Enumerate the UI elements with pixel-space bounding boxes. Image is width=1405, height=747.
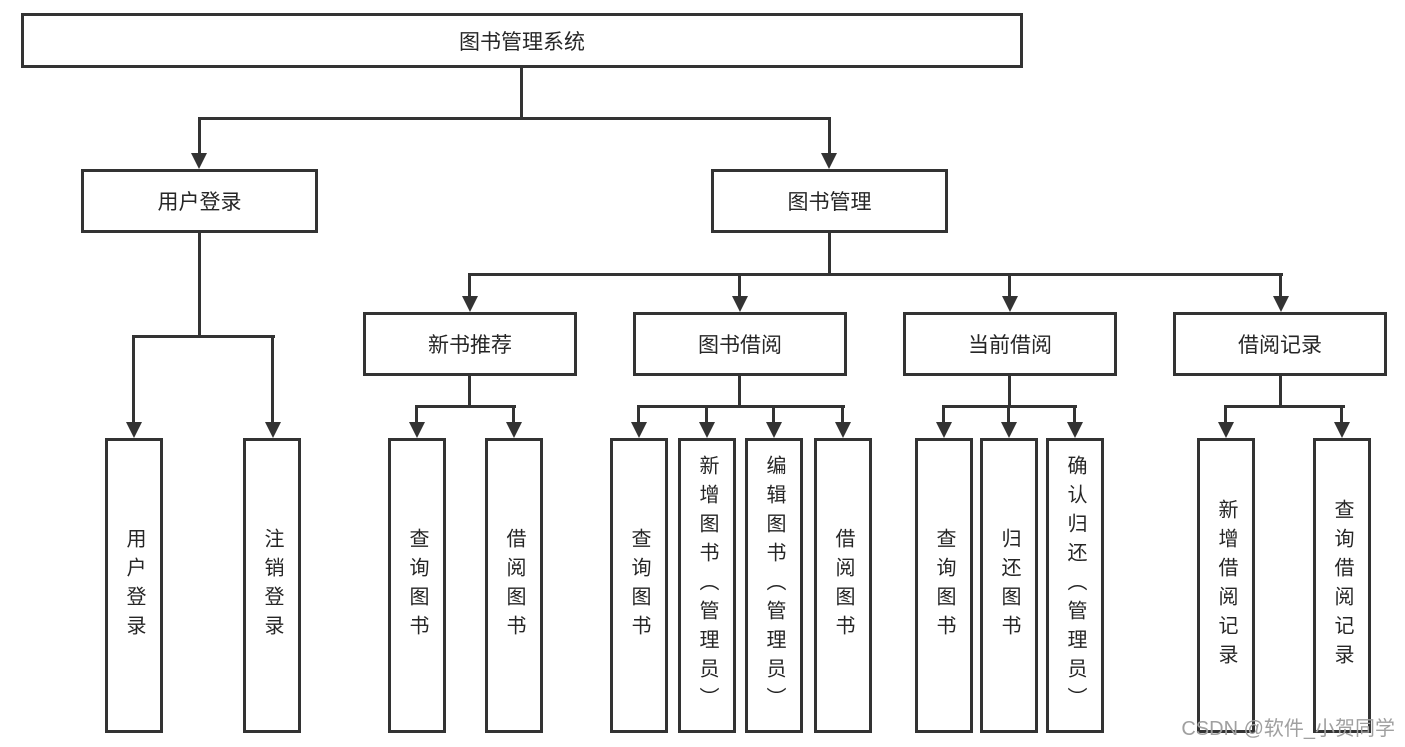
connector-currentborrow-drop xyxy=(1008,275,1011,296)
connector-bookborrow-leaf-drop xyxy=(705,407,708,422)
arrow-down-icon xyxy=(409,422,425,438)
arrow-down-icon xyxy=(631,422,647,438)
leaf-label: 查询图书 xyxy=(406,527,428,644)
leaf-query-books-current: 查询图书 xyxy=(915,438,973,733)
node-book-borrow: 图书借阅 xyxy=(633,312,847,376)
connector-records-stem xyxy=(1279,376,1282,407)
leaf-logout: 注销登录 xyxy=(243,438,301,733)
leaf-label: 借阅图书 xyxy=(832,527,854,644)
leaf-confirm-return-admin: 确认归还（管理员） xyxy=(1046,438,1104,733)
connector-login-leaf-drop xyxy=(271,337,274,422)
connector-login-leaf-drop xyxy=(132,337,135,422)
connector-records-bar xyxy=(1224,405,1345,408)
leaf-label: 归还图书 xyxy=(998,527,1020,644)
connector-currentborrow-leaf-drop xyxy=(942,407,945,422)
connector-root-stem xyxy=(520,68,523,119)
leaf-label: 查询图书 xyxy=(933,527,955,644)
leaf-label: 注销登录 xyxy=(261,527,283,644)
leaf-add-books-admin: 新增图书（管理员） xyxy=(678,438,736,733)
leaf-label: 新增借阅记录 xyxy=(1215,498,1237,673)
arrow-down-icon xyxy=(1002,296,1018,312)
connector-newbook-stem xyxy=(468,376,471,407)
arrow-down-icon xyxy=(699,422,715,438)
connector-login-stem xyxy=(198,233,201,337)
leaf-borrow-books: 借阅图书 xyxy=(814,438,872,733)
node-current-borrow: 当前借阅 xyxy=(903,312,1117,376)
arrow-down-icon xyxy=(265,422,281,438)
arrow-down-icon xyxy=(191,153,207,169)
arrow-down-icon xyxy=(732,296,748,312)
connector-login-bar xyxy=(132,335,275,338)
leaf-label: 用户登录 xyxy=(123,527,145,644)
connector-records-leaf-drop xyxy=(1340,407,1343,422)
leaf-query-borrow-record: 查询借阅记录 xyxy=(1313,438,1371,733)
node-borrow-records: 借阅记录 xyxy=(1173,312,1387,376)
connector-login-drop xyxy=(198,119,201,155)
connector-newbook-leaf-drop xyxy=(512,407,515,422)
leaf-label: 新增图书（管理员） xyxy=(696,455,718,716)
arrow-down-icon xyxy=(835,422,851,438)
leaf-add-borrow-record: 新增借阅记录 xyxy=(1197,438,1255,733)
leaf-label: 查询借阅记录 xyxy=(1331,498,1353,673)
connector-root-bar xyxy=(198,117,831,120)
arrow-down-icon xyxy=(1273,296,1289,312)
connector-bookborrow-leaf-drop xyxy=(637,407,640,422)
connector-mgmt-bar xyxy=(468,273,1283,276)
arrow-down-icon xyxy=(1334,422,1350,438)
leaf-label: 编辑图书（管理员） xyxy=(763,455,785,716)
connector-newbook-leaf-drop xyxy=(415,407,418,422)
connector-bookborrow-stem xyxy=(738,376,741,407)
arrow-down-icon xyxy=(1001,422,1017,438)
connector-records-drop xyxy=(1279,275,1282,296)
leaf-return-books: 归还图书 xyxy=(980,438,1038,733)
connector-bookborrow-drop xyxy=(738,275,741,296)
leaf-borrow-books-newbook: 借阅图书 xyxy=(485,438,543,733)
arrow-down-icon xyxy=(126,422,142,438)
arrow-down-icon xyxy=(1218,422,1234,438)
connector-currentborrow-leaf-drop xyxy=(1007,407,1010,422)
arrow-down-icon xyxy=(766,422,782,438)
leaf-query-books-newbook: 查询图书 xyxy=(388,438,446,733)
connector-newbook-drop xyxy=(468,275,471,296)
connector-mgmt-drop xyxy=(828,119,831,155)
connector-currentborrow-bar xyxy=(942,405,1077,408)
arrow-down-icon xyxy=(821,153,837,169)
leaf-user-login: 用户登录 xyxy=(105,438,163,733)
connector-newbook-bar xyxy=(415,405,516,408)
arrow-down-icon xyxy=(462,296,478,312)
leaf-label: 借阅图书 xyxy=(503,527,525,644)
connector-bookborrow-bar xyxy=(637,405,845,408)
arrow-down-icon xyxy=(1067,422,1083,438)
connector-bookborrow-leaf-drop xyxy=(772,407,775,422)
leaf-query-books-borrow: 查询图书 xyxy=(610,438,668,733)
node-user-login: 用户登录 xyxy=(81,169,318,233)
connector-mgmt-stem xyxy=(828,233,831,275)
connector-bookborrow-leaf-drop xyxy=(841,407,844,422)
node-new-book-recommend: 新书推荐 xyxy=(363,312,577,376)
csdn-watermark: CSDN @软件_小贺同学 xyxy=(1181,718,1395,740)
connector-currentborrow-leaf-drop xyxy=(1073,407,1076,422)
connector-records-leaf-drop xyxy=(1224,407,1227,422)
arrow-down-icon xyxy=(936,422,952,438)
leaf-edit-books-admin: 编辑图书（管理员） xyxy=(745,438,803,733)
node-root-system: 图书管理系统 xyxy=(21,13,1023,68)
arrow-down-icon xyxy=(506,422,522,438)
node-book-management: 图书管理 xyxy=(711,169,948,233)
connector-currentborrow-stem xyxy=(1008,376,1011,407)
leaf-label: 确认归还（管理员） xyxy=(1064,455,1086,716)
leaf-label: 查询图书 xyxy=(628,527,650,644)
